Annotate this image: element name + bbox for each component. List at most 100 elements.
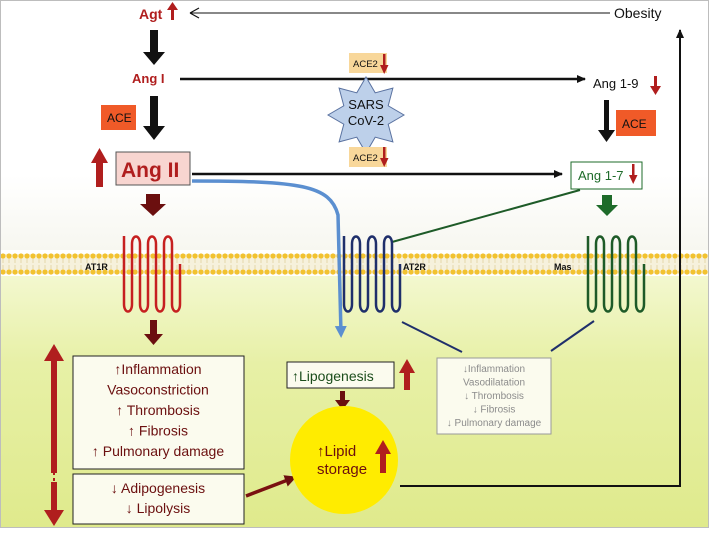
membrane-lipid-head — [702, 269, 708, 275]
membrane-lipid-head — [306, 253, 312, 259]
protective-effect-item: ↓ Thrombosis — [464, 391, 524, 402]
ang17-to-at2r-link — [391, 189, 581, 243]
membrane-lipid-head — [228, 253, 234, 259]
membrane-lipid-head — [522, 253, 528, 259]
membrane-lipid-head — [498, 253, 504, 259]
protective-effect-item: ↓ Pulmonary damage — [447, 418, 542, 429]
membrane-lipid-head — [522, 269, 528, 275]
membrane-lipid-head — [84, 253, 90, 259]
agt-label: Agt — [139, 6, 163, 22]
membrane-lipid-head — [324, 253, 330, 259]
membrane-lipid-head — [54, 253, 60, 259]
membrane-lipid-head — [126, 253, 132, 259]
at2r-label: AT2R — [403, 262, 426, 272]
membrane-lipid-head — [252, 253, 258, 259]
membrane-lipid-head — [378, 269, 384, 275]
membrane-lipid-head — [72, 269, 78, 275]
membrane-lipid-head — [432, 253, 438, 259]
membrane-lipid-head — [252, 269, 258, 275]
ace-right-label: ACE — [622, 117, 647, 131]
membrane-lipid-head — [246, 269, 252, 275]
membrane-lipid-head — [234, 269, 240, 275]
membrane-lipid-head — [258, 269, 264, 275]
membrane-lipid-head — [360, 269, 366, 275]
membrane-lipid-head — [684, 269, 690, 275]
membrane-lipid-head — [384, 253, 390, 259]
at1r-effect-item: ↑ Pulmonary damage — [92, 443, 225, 459]
membrane-lipid-head — [156, 253, 162, 259]
membrane-lipid-head — [282, 253, 288, 259]
membrane-lipid-head — [312, 253, 318, 259]
membrane-lipid-head — [192, 253, 198, 259]
membrane-lipid-head — [450, 253, 456, 259]
membrane-lipid-head — [318, 253, 324, 259]
membrane-lipid-head — [378, 253, 384, 259]
membrane-lipid-head — [630, 253, 636, 259]
membrane-lipid-head — [558, 253, 564, 259]
membrane-lipid-head — [78, 269, 84, 275]
mas-receptor: Mas — [554, 235, 646, 313]
membrane-lipid-head — [174, 253, 180, 259]
membrane-lipid-head — [654, 253, 660, 259]
membrane-lipid-head — [468, 253, 474, 259]
membrane-lipid-head — [552, 269, 558, 275]
membrane-lipid-head — [300, 269, 306, 275]
membrane-lipid-head — [690, 269, 696, 275]
ang2-box: Ang II — [115, 151, 191, 186]
membrane-lipid-head — [12, 269, 18, 275]
membrane-lipid-head — [330, 253, 336, 259]
protective-effect-item: ↓Inflammation — [463, 364, 525, 375]
membrane-lipid-head — [198, 269, 204, 275]
membrane-lipid-head — [396, 253, 402, 259]
membrane-lipid-head — [438, 269, 444, 275]
membrane-lipid-head — [546, 253, 552, 259]
membrane-lipid-head — [486, 253, 492, 259]
membrane-lipid-head — [570, 253, 576, 259]
membrane-lipid-head — [216, 269, 222, 275]
membrane-lipid-head — [576, 253, 582, 259]
membrane-lipid-head — [384, 269, 390, 275]
protective-effect-item: Vasodilatation — [463, 378, 525, 389]
membrane-lipid-head — [0, 253, 6, 259]
membrane-lipid-head — [462, 269, 468, 275]
membrane-lipid-head — [36, 253, 42, 259]
membrane-lipid-head — [30, 253, 36, 259]
membrane-lipid-head — [312, 269, 318, 275]
membrane-lipid-head — [702, 253, 708, 259]
ang17-label: Ang 1-7 — [578, 168, 624, 183]
membrane-lipid-head — [12, 253, 18, 259]
membrane-lipid-head — [486, 269, 492, 275]
membrane-lipid-head — [612, 253, 618, 259]
at1r-effect-item: ↑Inflammation — [114, 361, 201, 377]
membrane-lipid-head — [534, 253, 540, 259]
membrane-lipid-head — [216, 253, 222, 259]
adipose-effects-box: ↓ Adipogenesis↓ Lipolysis — [72, 473, 245, 525]
membrane-lipid-head — [654, 269, 660, 275]
membrane-lipid-head — [48, 253, 54, 259]
virus-label-line1: SARS — [348, 97, 384, 112]
membrane-lipid-head — [78, 253, 84, 259]
membrane-lipid-head — [426, 253, 432, 259]
membrane-lipid-head — [18, 253, 24, 259]
membrane-lipid-head — [420, 269, 426, 275]
membrane-lipid-head — [564, 253, 570, 259]
membrane-lipid-head — [192, 269, 198, 275]
membrane-lipid-head — [186, 269, 192, 275]
membrane-lipid-head — [504, 253, 510, 259]
membrane-lipid-head — [42, 269, 48, 275]
membrane-lipid-head — [126, 269, 132, 275]
membrane-lipid-head — [420, 253, 426, 259]
ang2-to-lipogenesis-arrow — [191, 179, 347, 338]
membrane-lipid-head — [300, 253, 306, 259]
membrane-lipid-head — [552, 253, 558, 259]
membrane-lipid-head — [102, 269, 108, 275]
membrane-lipid-head — [18, 269, 24, 275]
membrane-lipid-head — [546, 269, 552, 275]
membrane-lipid-head — [462, 253, 468, 259]
ace2-top-tag: ACE2 — [349, 53, 389, 74]
membrane-lipid-head — [540, 269, 546, 275]
membrane-lipid-head — [612, 269, 618, 275]
membrane-lipid-head — [108, 253, 114, 259]
membrane-lipid-head — [222, 269, 228, 275]
